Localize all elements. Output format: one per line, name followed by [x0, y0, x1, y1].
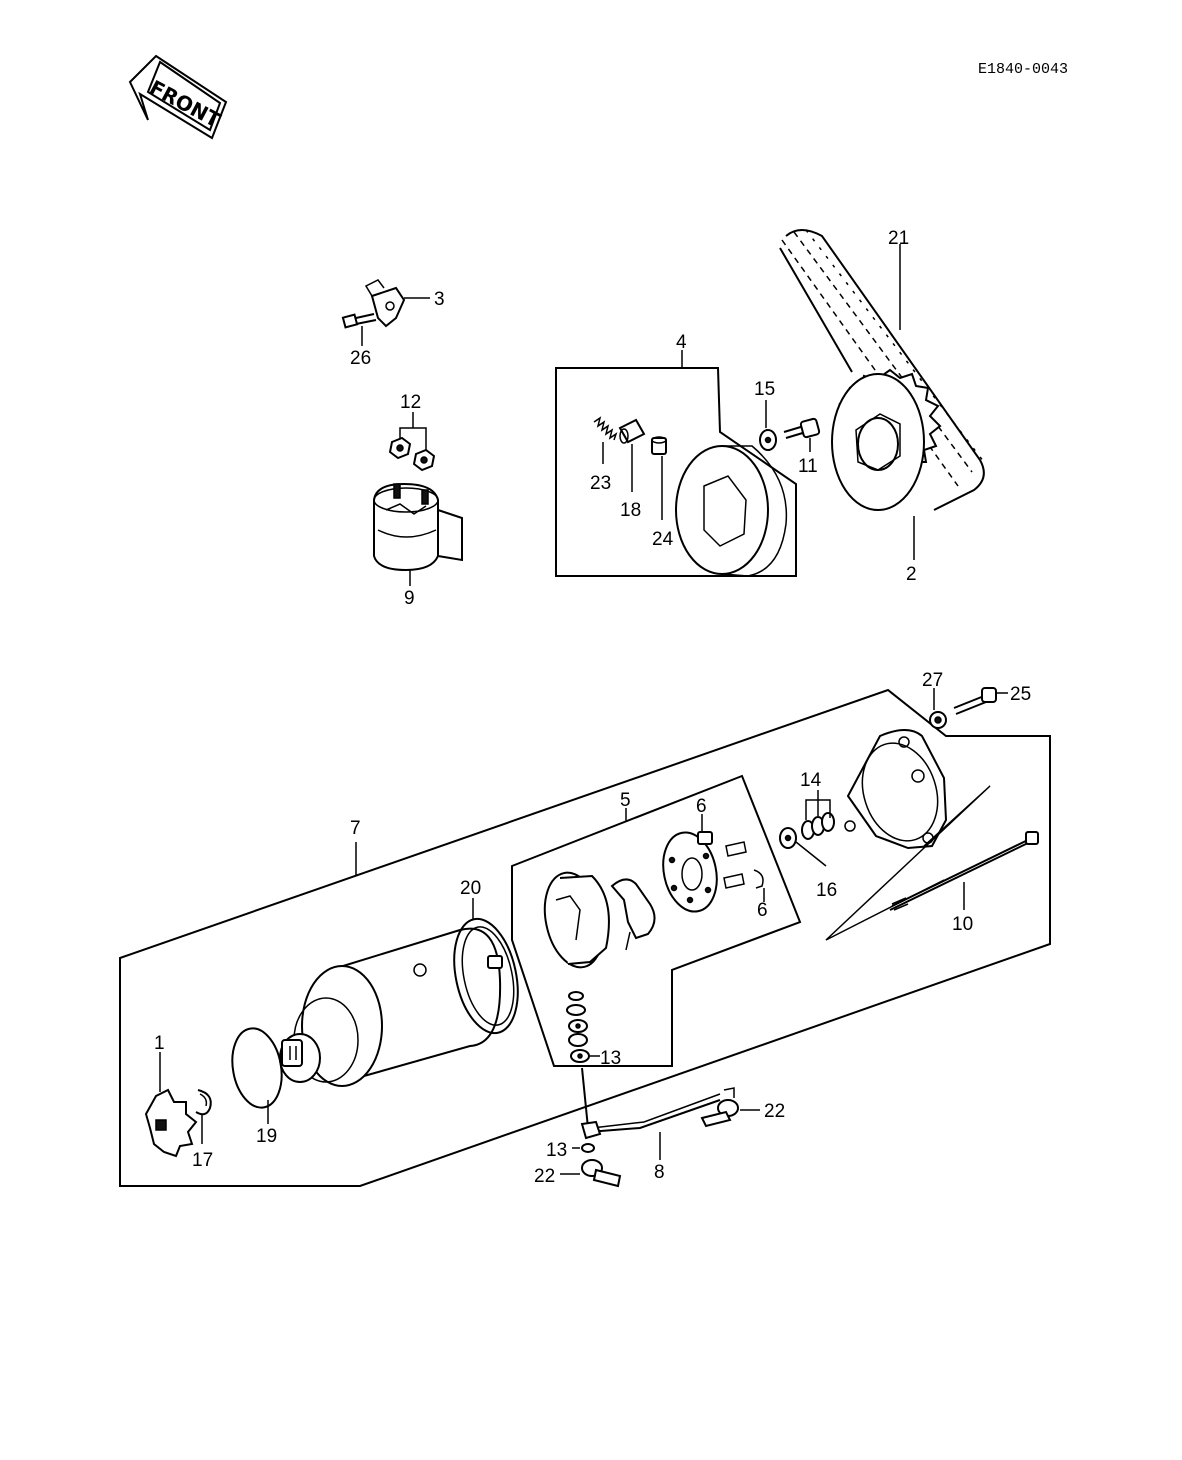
terminal-part-22-left: [581, 1159, 622, 1188]
callout-13-upper: 13: [600, 1048, 621, 1069]
circlip-part-17: [195, 1089, 212, 1116]
pin-part-18: [618, 418, 646, 444]
terminal-part-22-right: [700, 1087, 739, 1128]
callout-22-left: 22: [534, 1166, 555, 1187]
brush-plate-group-5: [511, 774, 802, 1067]
washer-part-15: [759, 429, 777, 451]
callout-24: 24: [652, 529, 674, 550]
callout-8: 8: [654, 1162, 665, 1183]
washer-part-27: [929, 711, 947, 729]
gasket-part-20: [453, 917, 519, 1035]
callout-9: 9: [404, 588, 415, 609]
callout-6-lower: 6: [757, 900, 768, 921]
starter-motor-body: [279, 927, 503, 1087]
callout-19: 19: [256, 1126, 277, 1147]
starter-clutch-group-4: [555, 350, 797, 577]
callout-23: 23: [590, 473, 611, 494]
starter-motor-group-7: [119, 688, 1051, 1187]
front-arrow-icon: FRONT: [128, 54, 228, 140]
yoke-cover: [543, 871, 610, 969]
washers-part-13: [566, 991, 590, 1063]
clutch-body-part-4: [675, 445, 788, 577]
nut-part-6-upper: [697, 831, 747, 857]
callout-16: 16: [816, 880, 837, 901]
gear-part-1: [144, 1088, 198, 1158]
callout-1: 1: [154, 1033, 165, 1054]
callout-25: 25: [1010, 684, 1031, 705]
callout-22-right: 22: [764, 1101, 785, 1122]
springs-part-14: [801, 799, 835, 840]
callout-10: 10: [952, 914, 973, 935]
callout-3: 3: [434, 289, 445, 310]
spring-part-23: [593, 416, 618, 441]
callout-21: 21: [888, 228, 909, 249]
end-cover: [844, 729, 948, 850]
brush-plate: [662, 831, 718, 913]
bracket-part-3: [364, 279, 406, 328]
roller-part-24: [651, 436, 667, 455]
callout-26: 26: [350, 348, 371, 369]
callout-4: 4: [676, 332, 687, 353]
brush-holder: [610, 878, 656, 951]
o-ring-part-19: [231, 1027, 283, 1109]
clip-part-6-lower: [723, 869, 764, 889]
starter-solenoid-part-9: [373, 482, 463, 572]
bolt-part-11: [783, 417, 821, 439]
nuts-part-12: [388, 436, 436, 472]
callout-27: 27: [922, 670, 943, 691]
diagram-code: E1840-0043: [978, 61, 1068, 78]
callout-18: 18: [620, 500, 641, 521]
callout-17: 17: [192, 1150, 213, 1171]
callout-15: 15: [754, 379, 775, 400]
through-bolt-part-10: [889, 831, 1039, 911]
callout-5: 5: [620, 790, 631, 811]
sprocket-part-2: [831, 368, 942, 511]
chain-part-21: [779, 229, 985, 511]
callout-20: 20: [460, 878, 481, 899]
callout-14: 14: [800, 770, 822, 791]
cable-part-8: [580, 1067, 721, 1140]
callout-13-lower: 13: [546, 1140, 567, 1161]
callout-labels: 1 2 3 4 5 6 6 7 8 9 10 11 12 13 13 14 15…: [154, 228, 1031, 1187]
callout-7: 7: [350, 818, 361, 839]
callout-11: 11: [798, 456, 818, 477]
callout-12: 12: [400, 392, 421, 413]
callout-2: 2: [906, 564, 917, 585]
bolt-part-26: [341, 313, 377, 329]
washer-part-13-lower: [581, 1143, 595, 1153]
bolt-part-25: [953, 687, 997, 715]
washer-part-16: [779, 827, 797, 849]
callout-6-upper: 6: [696, 796, 707, 817]
